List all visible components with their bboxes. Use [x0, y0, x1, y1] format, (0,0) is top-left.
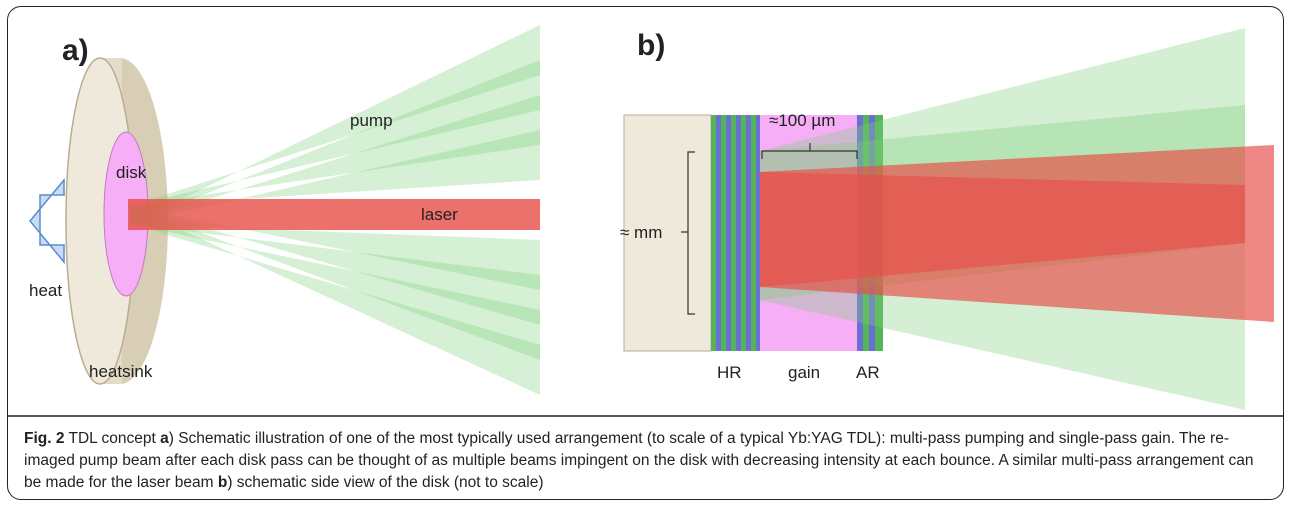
panel-b-label: b): [637, 29, 665, 62]
hr-layer: [721, 115, 726, 351]
pump-beam: [130, 95, 540, 224]
hr-layer: [716, 115, 721, 351]
thickness-bracket: [761, 143, 858, 159]
figure-caption: Fig. 2 TDL concept a) Schematic illustra…: [24, 428, 1264, 494]
panel-a: a) pump disk laser heat heatsink: [29, 25, 540, 395]
caption-text-2: ) Schematic illustration of one of the m…: [24, 430, 1254, 491]
pump-beams: [130, 25, 540, 395]
size-label: ≈ mm: [620, 223, 662, 242]
caption-ref-a: a: [160, 430, 169, 447]
hr-layer: [746, 115, 751, 351]
hr-layer: [711, 115, 716, 351]
hr-layer: [736, 115, 741, 351]
thickness-label: ≈100 µm: [769, 111, 835, 130]
pump-beam: [130, 206, 540, 395]
hr-coating: [711, 115, 760, 351]
hr-layer: [726, 115, 731, 351]
size-bracket: [681, 151, 695, 315]
hr-label: HR: [717, 363, 742, 382]
pump-label: pump: [350, 111, 393, 130]
heatsink-label: heatsink: [89, 362, 153, 381]
hr-layer: [751, 115, 756, 351]
pump-beam: [130, 25, 540, 224]
caption-ref-b: b: [217, 474, 228, 491]
pump-beam: [130, 206, 540, 360]
heatsink-block: [623, 114, 712, 352]
laser-beam: [128, 199, 540, 230]
pump-beam: [130, 60, 540, 224]
pump-beam: [130, 206, 540, 325]
heat-arrow: [29, 177, 65, 265]
caption-fig-label: Fig. 2: [24, 430, 65, 447]
hr-layer: [731, 115, 736, 351]
ar-label: AR: [856, 363, 880, 382]
hr-layer: [756, 115, 760, 351]
heat-label: heat: [29, 281, 62, 300]
hr-layer: [741, 115, 746, 351]
caption-text-1: TDL concept: [64, 430, 161, 447]
panel-b: b) ≈100 µm ≈ mm HR gain AR: [620, 28, 1274, 410]
disk-label: disk: [116, 163, 147, 182]
caption-text-3: ) schematic side view of the disk (not t…: [227, 474, 544, 491]
laser-label: laser: [421, 205, 458, 224]
gain-label: gain: [788, 363, 820, 382]
laser-beams-b: [760, 145, 1274, 322]
laser-beam: [760, 172, 1245, 287]
panel-a-label: a): [62, 34, 89, 67]
